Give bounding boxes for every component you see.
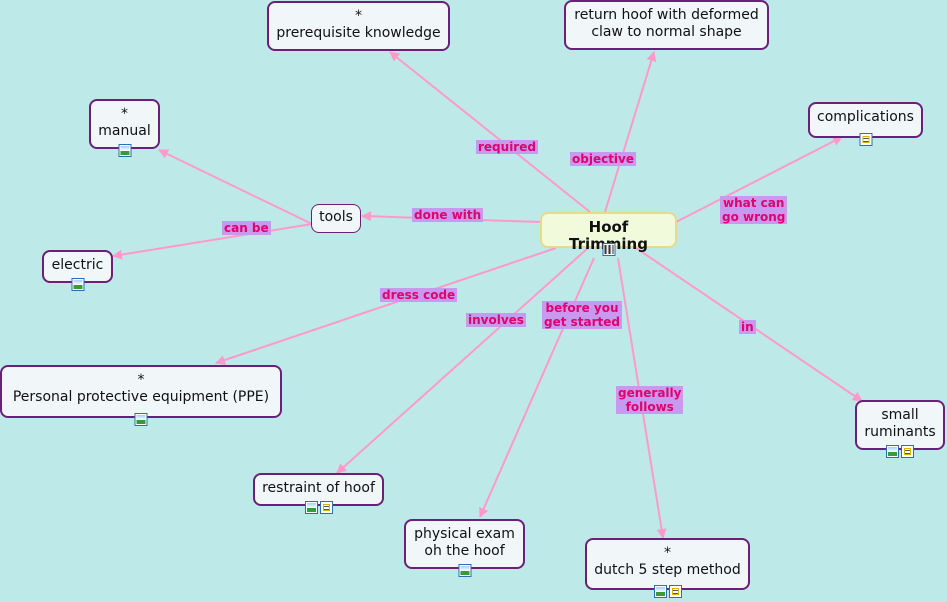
link-label-in: in [739,320,756,334]
document-icon[interactable] [901,445,914,458]
link-label-generally-line2: follows [625,400,674,414]
node-physical-exam-line2: oh the hoof [424,543,505,559]
link-tools-can-be-manual [158,149,313,225]
link-tools-can-be-electric [112,223,313,260]
link-label-what-can-go-wrong: what can go wrong [720,196,788,224]
link-label-before-line1: before you [545,301,619,315]
node-tools-label: tools [319,209,353,225]
node-restraint-of-hoof[interactable]: restraint of hoof [253,473,384,514]
image-icon[interactable] [118,144,131,157]
link-objective [604,51,657,213]
link-label-generally-follows: generally follows [616,386,684,414]
image-icon[interactable] [304,501,318,514]
node-prerequisite-star: * [355,8,362,24]
document-icon[interactable] [668,585,682,598]
node-restraint-label: restraint of hoof [262,480,375,496]
node-physical-exam-line1: physical exam [414,526,515,542]
node-objective-shape[interactable]: return hoof with deformed claw to normal… [564,0,769,50]
node-manual[interactable]: * manual [89,99,160,157]
link-label-required: required [476,140,538,154]
node-tools[interactable]: tools [311,204,361,233]
node-small-ruminants-line2: ruminants [864,424,936,440]
link-label-objective: objective [570,152,637,166]
image-icon[interactable] [134,413,148,426]
image-icon[interactable] [653,585,667,598]
node-ppe-label: Personal protective equipment (PPE) [12,389,270,405]
film-icon[interactable] [602,243,615,256]
link-label-dress-code: dress code [380,288,458,302]
link-involves [336,247,589,474]
link-label-done-with: done with [412,208,484,222]
link-label-generally-line1: generally [618,386,682,400]
node-manual-label: manual [98,123,151,139]
node-complications-label: complications [817,109,914,125]
link-what-can-go-wrong [675,136,843,223]
link-label-before-you-get-started: before you get started [542,301,623,329]
node-ppe[interactable]: * Personal protective equipment (PPE) [0,365,282,426]
node-small-ruminants[interactable]: small ruminants [855,400,945,458]
node-prerequisite-label: prerequisite knowledge [276,25,441,41]
node-complications[interactable]: complications [808,102,923,146]
node-hoof-trimming[interactable]: Hoof Trimming [540,212,677,256]
node-manual-star: * [121,106,128,122]
image-icon[interactable] [886,445,899,458]
link-label-before-line2: get started [544,315,621,329]
node-physical-exam[interactable]: physical exam oh the hoof [404,519,525,577]
image-icon[interactable] [458,564,471,577]
node-objective-line1: return hoof with deformed [574,7,759,23]
link-label-involves: involves [466,313,526,327]
image-icon[interactable] [71,278,84,291]
node-electric-label: electric [51,257,104,273]
node-dutch-label: dutch 5 step method [594,562,741,578]
link-label-what-can-line2: go wrong [722,210,786,224]
link-label-can-be: can be [222,221,271,235]
node-objective-line2: claw to normal shape [591,24,742,40]
node-dutch-star: * [664,545,671,561]
link-required [389,51,591,213]
node-dutch-method[interactable]: * dutch 5 step method [585,538,750,598]
node-small-ruminants-line1: small [881,407,919,423]
link-label-what-can-line1: what can [723,196,785,210]
document-icon[interactable] [319,501,333,514]
document-icon[interactable] [859,133,872,146]
node-ppe-star: * [137,372,145,388]
link-before-you-get-started [479,257,595,518]
node-electric[interactable]: electric [42,250,113,291]
link-dress-code [215,247,557,365]
node-prerequisite-knowledge[interactable]: * prerequisite knowledge [267,1,450,51]
